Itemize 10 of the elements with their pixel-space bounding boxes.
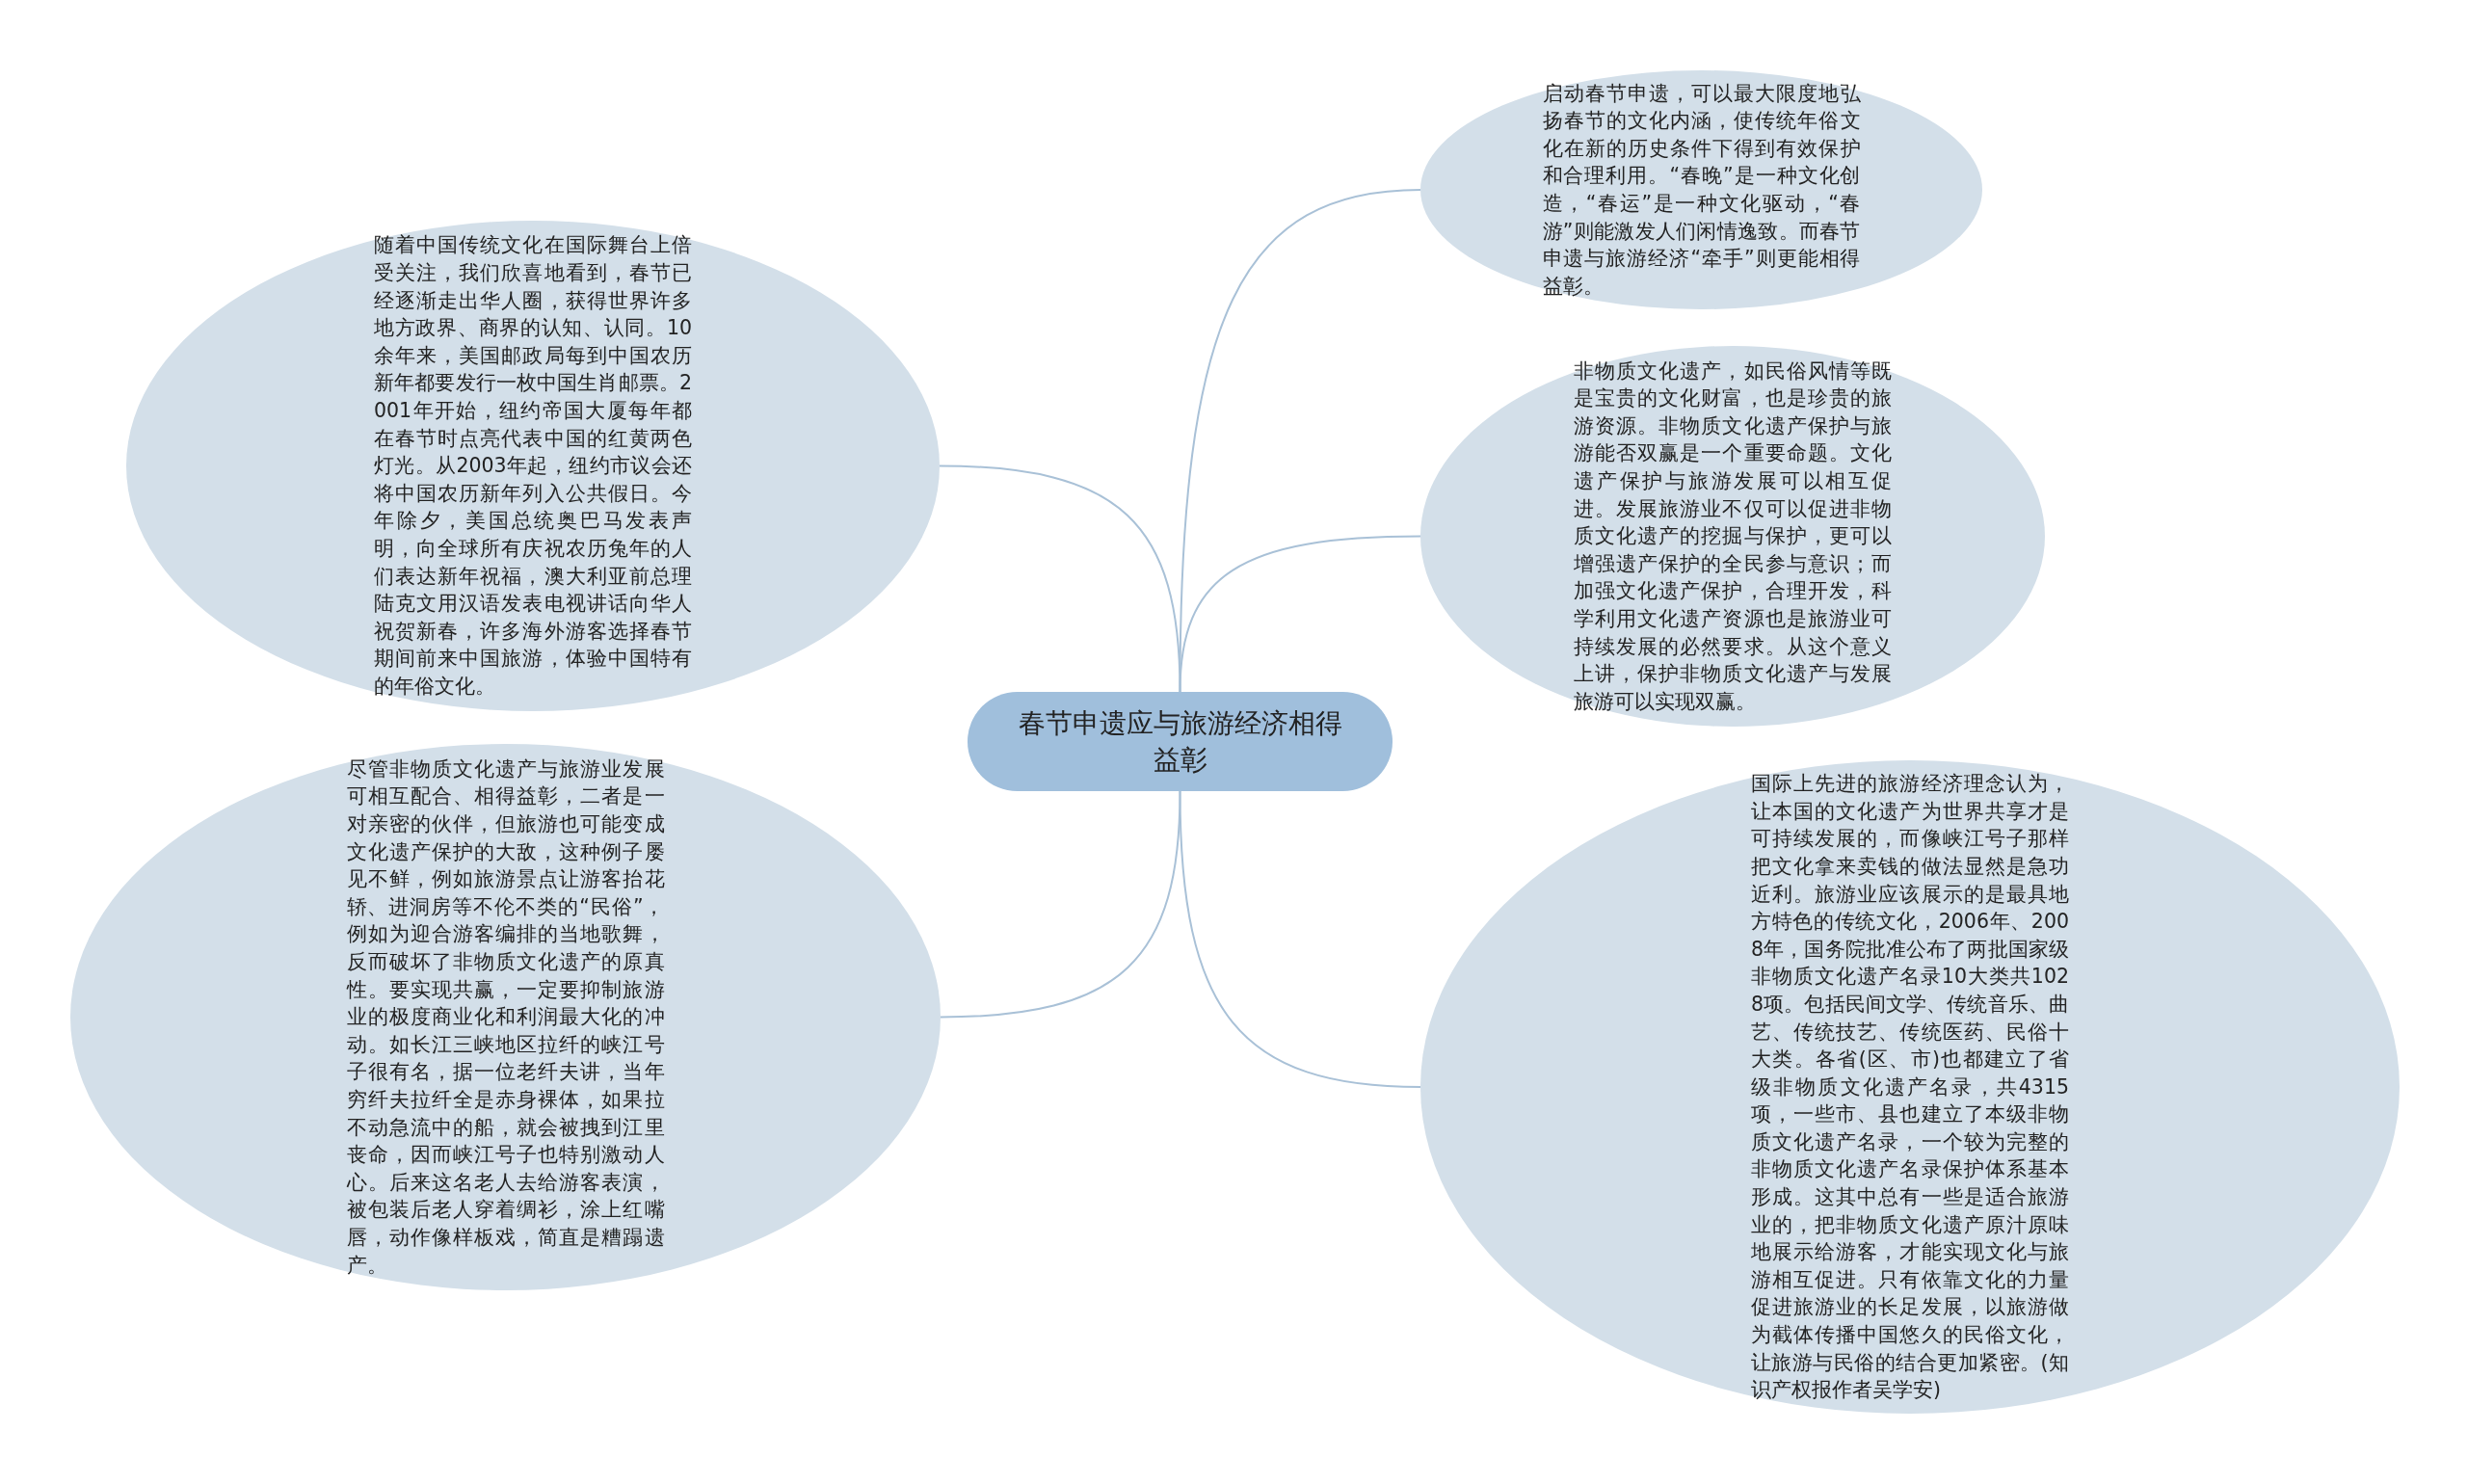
paragraph: 启动春节申遗，可以最大限度地弘扬春节的文化内涵，使传统年俗文化在新的历史条件下得到有效保护和合理利用。“春晚”是一种文化创造，“春运”是一种文化驱动，“春游”则能激发人们闲情逸致。而春节申遗与旅游经济“牵手”则更能相得益彰。 bbox=[1542, 80, 1861, 300]
paragraph: 随着中国传统文化在国际舞台上倍受关注，我们欣喜地看到，春节已经逐渐走出华人圈，获得世界许多地方政界、商界的认知、认同。10余年来，美国邮政局每到中国农历新年都要发行一枚中国生肖邮票。2001年开始，纽约帝国大厦每年都在春节时点亮代表中国的红黄两色灯光。从2003年起，纽约市议会还将中国农历新年列入公共假日。今年除夕，美国总统奥巴马发表声明，向全球所有庆祝农历兔年的人们表达新年祝福，澳大利亚前总理陆克文用汉语发表电视讲话向华人祝贺新春，许多海外游客选择春节期间前来中国旅游，体验中国特有的年俗文化。 bbox=[374, 232, 692, 700]
connector-line bbox=[940, 790, 1181, 1019]
paragraph: 非物质文化遗产，如民俗风情等既是宝贵的文化财富，也是珍贵的旅游资源。非物质文化遗产保护与旅游能否双赢是一个重要命题。文化遗产保护与旅游发展可以相互促进。发展旅游业不仅可以促进非物质文化遗产的挖掘与保护，更可以增强遗产保护的全民参与意识；而加强文化遗产保护，合理开发，科学利用文化遗产资源也是旅游业可持续发展的必然要求。从这个意义上讲，保护非物质文化遗产与发展旅游可以实现双赢。 bbox=[1574, 358, 1892, 715]
connector-line bbox=[939, 464, 1181, 693]
connector-line bbox=[1179, 790, 1421, 1088]
topic-title: 春节申遗应与旅游经济相得益彰 bbox=[1017, 705, 1343, 778]
paragraph: 尽管非物质文化遗产与旅游业发展可相互配合、相得益彰，二者是一对亲密的伙伴，但旅游也可能变成文化遗产保护的大敌，这种例子屡见不鲜，例如旅游景点让游客抬花轿、进洞房等不伦不类的“民俗”，例如为迎合游客编排的当地歌舞，反而破坏了非物质文化遗产的原真性。要实现共赢，一定要抑制旅游业的极度商业化和利润最大化的冲动。如长江三峡地区拉纤的峡江号子很有名，据一位老纤夫讲，当年穷纤夫拉纤全是赤身裸体，如果拉不动急流中的船，就会被拽到江里丧命，因而峡江号子也特别激动人心。后来这名老人去给游客表演，被包装后老人穿着绸衫，涂上红嘴唇，动作像样板戏，简直是糟蹋遗产。 bbox=[346, 755, 665, 1279]
paragraph: 国际上先进的旅游经济理念认为，让本国的文化遗产为世界共享才是可持续发展的，而像峡江号子那样把文化拿来卖钱的做法显然是急功近利。旅游业应该展示的是最具地方特色的传统文化，2006年、2008年，国务院批准公布了两批国家级非物质文化遗产名录10大类共1028项。包括民间文学、传统音乐、曲艺、传统技艺、传统医药、民俗十大类。各省(区、市)也都建立了省级非物质文化遗产名录，共4315项，一些市、县也建立了本级非物质文化遗产名录，一个较为完整的非物质文化遗产名录保护体系基本形成。这其中总有一些是适合旅游业的，把非物质文化遗产原汁原味地展示给游客，才能实现文化与旅游相互促进。只有依靠文化的力量促进旅游业的长足发展，以旅游做为截体传播中国悠久的民俗文化，让旅游与民俗的结合更加紧密。(知识产权报作者吴学安) bbox=[1751, 771, 2069, 1404]
connector-line bbox=[1179, 535, 1421, 693]
